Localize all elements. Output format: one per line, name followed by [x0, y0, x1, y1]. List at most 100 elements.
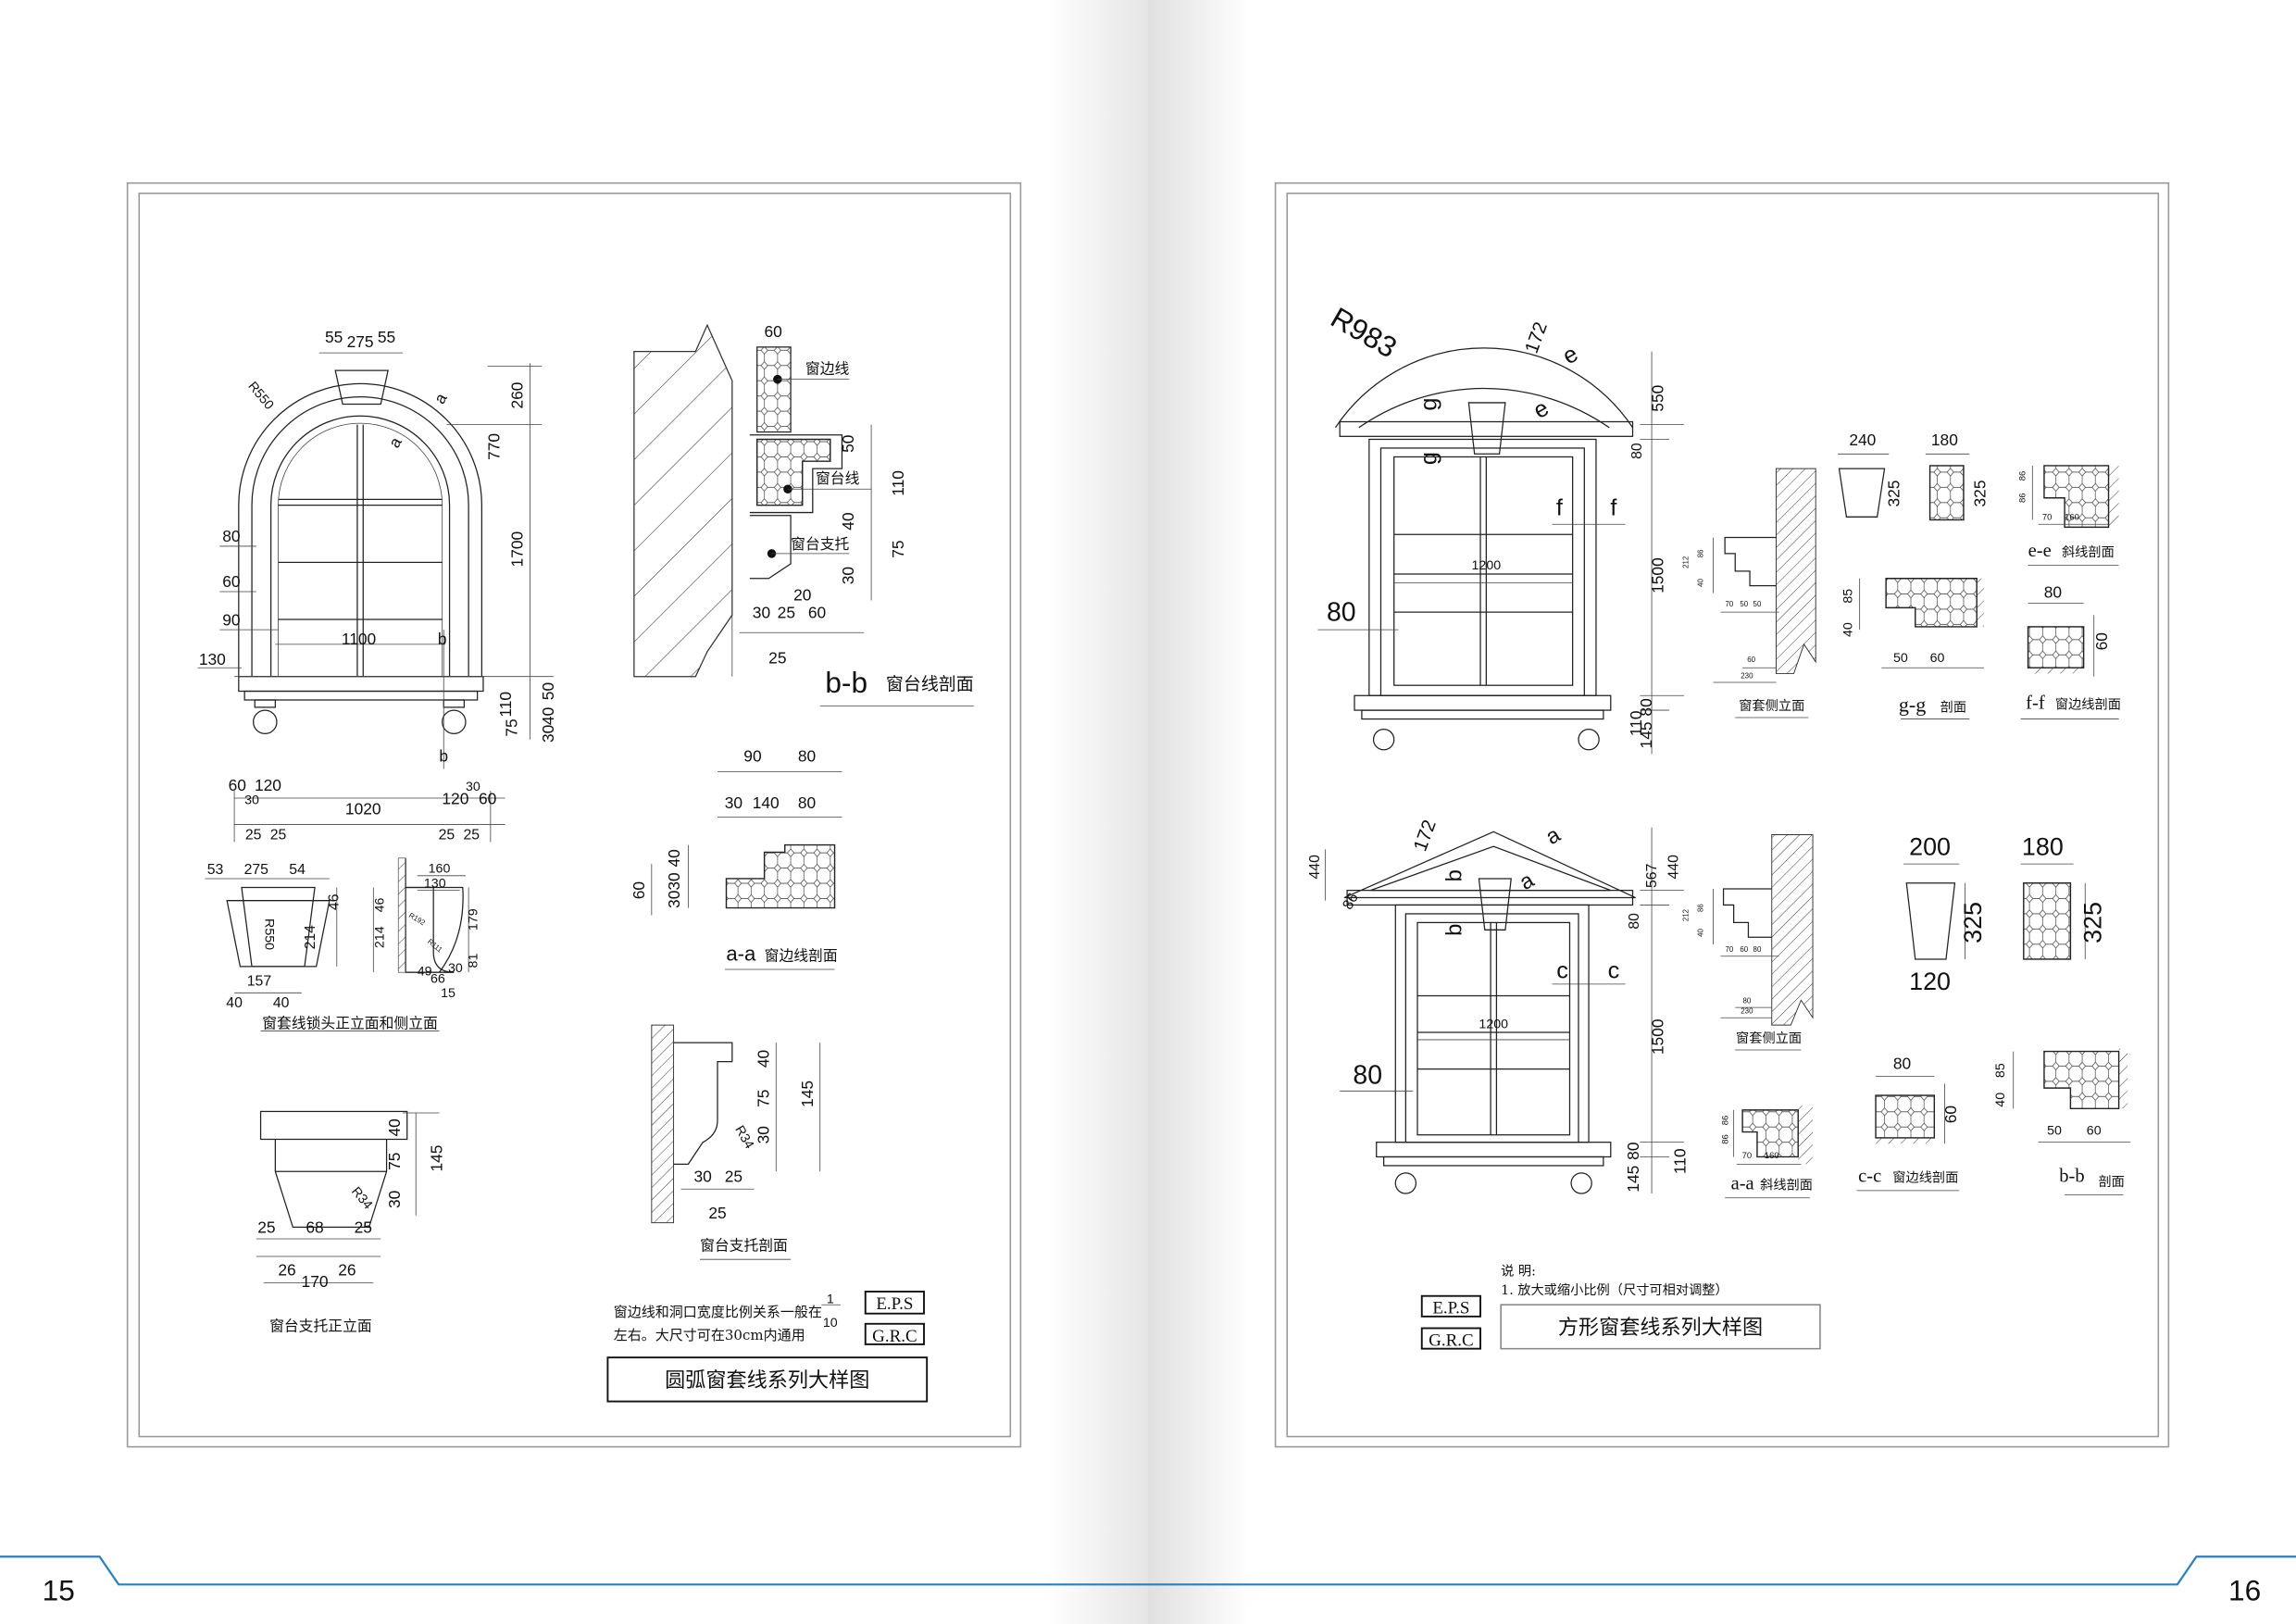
bracket-front-label: 68: [306, 1218, 323, 1237]
sill-section-label: 40: [839, 512, 857, 530]
keystone-label: 40: [226, 995, 243, 1011]
notes-label: 10: [823, 1316, 838, 1330]
side-elevation-2-label: 86: [1696, 904, 1704, 912]
bb-mark-label: 剖面: [2098, 1174, 2124, 1190]
bracket-front-label: 75: [385, 1153, 404, 1170]
arch-window-bottom-label: 25: [270, 827, 287, 843]
sill-section-label: 25: [778, 603, 795, 621]
keystone-label: 66: [430, 971, 445, 986]
cc-mark-label: c-c: [1858, 1166, 1881, 1186]
side-elevation-2: [1713, 834, 1814, 1051]
keystone-label: 275: [244, 862, 269, 878]
keystone-caption-label: 窗套线锁头正立面和侧立面: [262, 1014, 438, 1031]
window-with-arched-pediment: [1317, 347, 1684, 755]
grc-badge: [1420, 1327, 1481, 1350]
side-elevation-1-caption-label: 窗套侧立面: [1739, 697, 1804, 714]
keystone2-label: 325: [1959, 902, 1987, 943]
keystone2-label: 325: [2079, 902, 2107, 943]
side-elevation-1-label: 70: [1726, 600, 1734, 608]
edge-caption-label: 窗边线剖面: [765, 947, 838, 965]
window-arched-label: 110: [1627, 710, 1645, 736]
ee-label: 160: [2065, 512, 2079, 522]
window-arched-label: f: [1556, 495, 1564, 521]
window-pediment-label: 80: [1624, 1142, 1642, 1159]
sill-section-label: 50: [839, 435, 857, 453]
cc-label: 60: [1941, 1106, 1960, 1123]
window-pediment-label: a: [1542, 822, 1566, 850]
badges-label: G.R.C: [872, 1327, 917, 1346]
ee-label: 86: [2017, 471, 2028, 481]
window-pediment-label: 86: [1340, 891, 1362, 913]
sill-bracket-front-elevation: [256, 1110, 440, 1283]
window-arched-label: f: [1610, 495, 1617, 521]
arch-window-bottom-label: 1020: [345, 799, 381, 818]
right-page-frame: [1274, 181, 2170, 1448]
side-elevation-2-label: 70: [1726, 945, 1734, 954]
window-pediment-label: 145: [1624, 1166, 1642, 1193]
sill-section-label: 110: [889, 470, 907, 496]
gg-label: 240: [1849, 431, 1876, 449]
aa-label: 86: [1720, 1116, 1730, 1126]
keystone-label: R550: [261, 918, 276, 950]
window-pediment-label: 1500: [1649, 1018, 1667, 1055]
window-pediment-label: 110: [1670, 1148, 1689, 1174]
keystone-label: 160: [429, 862, 451, 877]
bracket-front-label: 40: [385, 1118, 404, 1136]
keystone-label: R111: [426, 937, 443, 954]
arch-window-label: 80: [222, 527, 240, 545]
window-arched-label: 80: [1637, 698, 1655, 716]
bracket-front-label: 26: [278, 1261, 295, 1280]
side-elevation-2-label: 60: [1740, 945, 1748, 954]
left-title-box: [606, 1356, 929, 1403]
window-arched-label: 80: [1629, 443, 1645, 459]
title-label: 圆弧窗套线系列大样图: [665, 1368, 869, 1393]
notes-label: 窗边线和洞口宽度比例关系一般在: [614, 1304, 822, 1320]
section-aa-right: [1725, 1106, 1814, 1199]
bracket-section-label: 40: [754, 1050, 772, 1068]
window-pediment-label: b: [1442, 924, 1466, 936]
bracket-section-label: R34: [731, 1123, 756, 1152]
arch-window-bottom-label: 25: [245, 827, 262, 843]
badges-label: E.P.S: [876, 1294, 913, 1314]
side-elevation-2-label: 212: [1682, 909, 1691, 921]
section-ff: [2020, 603, 2119, 719]
keystone-label: 49: [418, 964, 432, 979]
arch-window-bottom-label: 30: [466, 780, 480, 794]
sill-mark-label: b-b: [825, 666, 867, 699]
bb-label: 60: [2087, 1124, 2102, 1139]
edge-section-label: 90: [743, 746, 761, 765]
window-arched-label: g: [1416, 397, 1442, 410]
side-elevation-1-label: 212: [1682, 556, 1691, 568]
bracket-front-label: 170: [302, 1272, 329, 1291]
arch-window-label: 55: [325, 328, 343, 346]
keystone-label: 157: [247, 973, 271, 989]
arch-window-label: a: [430, 390, 451, 407]
arch-window-label: 1700: [508, 531, 527, 568]
side-elevation-2-label: 40: [1696, 928, 1704, 936]
ee-label: 70: [2042, 512, 2053, 522]
side-elevation-1-label: 40: [1696, 578, 1704, 586]
bracket-front-label: 30: [385, 1191, 404, 1208]
window-pediment-label: 1200: [1479, 1017, 1508, 1031]
arch-window-label: 275: [347, 332, 374, 351]
sill-section-label: 60: [808, 603, 826, 621]
arch-window-label: b: [438, 630, 447, 648]
ff-label: 60: [2092, 632, 2111, 650]
window-arched-label: 80: [1327, 598, 1356, 628]
bracket-front-caption-label: 窗台支托正立面: [269, 1318, 372, 1335]
edge-section-label: 30: [725, 793, 742, 812]
bb-label: 40: [1993, 1093, 2008, 1107]
keystone-label: 54: [289, 862, 306, 878]
bracket-section-label: 25: [708, 1204, 726, 1222]
arch-window-label: 50: [539, 682, 557, 700]
cc-mark-label: 窗边线剖面: [1892, 1168, 1958, 1185]
sill-callouts-label: 窗台线: [816, 469, 860, 487]
gg-label: 180: [1931, 431, 1958, 449]
arch-window-label: b: [439, 746, 448, 765]
bracket-section-label: 75: [754, 1090, 772, 1107]
grc-badge: [864, 1322, 925, 1345]
window-arched-label: e: [1529, 395, 1554, 424]
bracket-front-label: 26: [338, 1261, 356, 1280]
eps-badge: [864, 1291, 925, 1315]
arch-window-label: 60: [222, 572, 240, 591]
